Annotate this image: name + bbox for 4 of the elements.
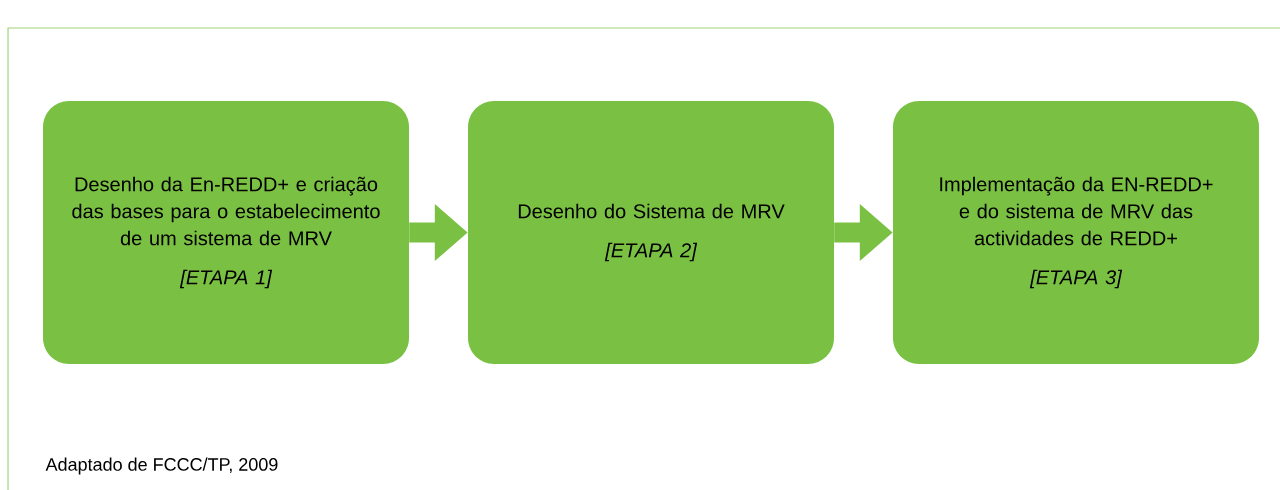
stage-box: Implementação da EN-REDD+ e do sistema de MRV das actividades de REDD+ [ETAPA 3]: [893, 101, 1259, 364]
stage-box: Desenho da En-REDD+ e criação das bases para o estabelecimento de um sistema de MRV [ETAPA 1]: [43, 101, 409, 364]
stage-box: Desenho do Sistema de MRV [ETAPA 2]: [468, 101, 834, 364]
source-note: Adaptado de FCCC/TP, 2009: [45, 457, 278, 475]
